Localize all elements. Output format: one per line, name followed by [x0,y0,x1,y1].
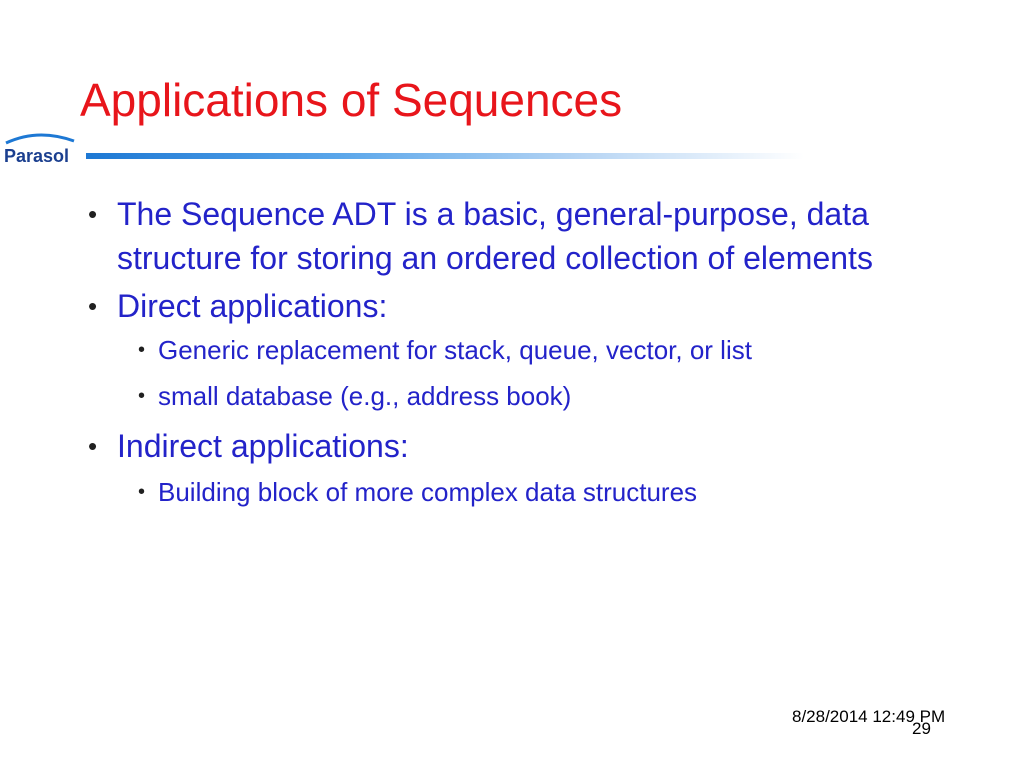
sub-bullet-3-1-text: Building block of more complex data stru… [158,477,698,507]
slide-number: 29 [912,719,931,738]
sub-bullet-marker: • [138,481,146,503]
sub-bullet-2-2-text: small database (e.g., address book) [158,381,572,411]
sub-bullet-2-1: • Generic replacement for stack, queue, … [88,332,948,368]
bullet-marker: • [88,431,98,461]
parasol-logo: Parasol [0,130,80,170]
bullet-2: • Direct applications: [88,284,948,328]
sub-bullet-marker: • [138,385,146,407]
bullet-1: • The Sequence ADT is a basic, general-p… [88,192,948,280]
title-underline-rule [86,153,804,159]
sub-bullet-3-1: • Building block of more complex data st… [88,474,948,510]
slide-footer: 29 8/28/2014 12:49 PM [792,707,992,747]
bullet-marker: • [88,199,98,229]
bullet-1-text: The Sequence ADT is a basic, general-pur… [117,196,873,276]
bullet-3: • Indirect applications: [88,424,948,468]
bullet-list: • The Sequence ADT is a basic, general-p… [88,192,948,510]
bullet-3-text: Indirect applications: [117,428,409,464]
bullet-marker: • [88,291,98,321]
sub-bullet-2-2: • small database (e.g., address book) [88,378,948,414]
bullet-2-text: Direct applications: [117,288,388,324]
footer-date: 8/28/2014 12:49 PM [792,707,946,726]
logo-text: Parasol [4,146,69,166]
sub-bullet-2-1-text: Generic replacement for stack, queue, ve… [158,335,752,365]
slide-title: Applications of Sequences [80,74,623,126]
sub-bullet-marker: • [138,339,146,361]
